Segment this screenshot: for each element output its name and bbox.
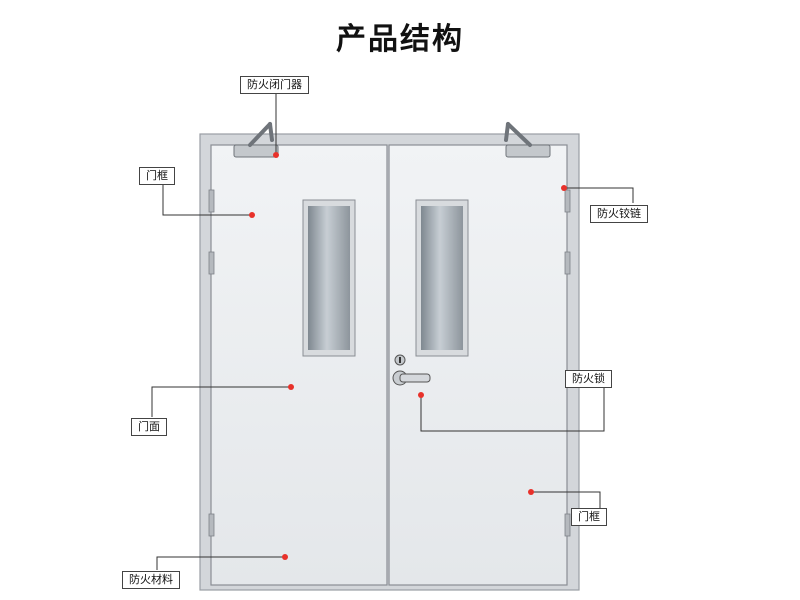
lock-icon: [392, 354, 431, 386]
label-frame-right: 门框: [571, 508, 607, 526]
label-leaf: 门面: [131, 418, 167, 436]
leader-lock: [420, 388, 605, 432]
leader-frame-right: [531, 491, 601, 508]
door-leaf-left: [210, 144, 388, 586]
marker-hinge: [561, 185, 567, 191]
window-right-glass: [421, 206, 463, 350]
door-closer-left-icon: [233, 122, 279, 158]
marker-frame-left: [249, 212, 255, 218]
window-left-glass: [308, 206, 350, 350]
hinge-right-bottom: [564, 513, 571, 537]
leader-lines: [151, 92, 634, 570]
marker-leaf: [288, 384, 294, 390]
marker-material: [282, 554, 288, 560]
leader-hinge: [564, 187, 634, 203]
marker-lock: [418, 392, 424, 398]
hinge-right-top: [564, 189, 571, 213]
markers: [249, 152, 567, 560]
hinge-left-top: [208, 189, 215, 213]
label-hinge: 防火铰链: [590, 205, 648, 223]
page-title: 产品结构: [336, 22, 464, 57]
leader-frame-left: [162, 185, 252, 216]
hinge-left-bottom: [208, 513, 215, 537]
leader-leaf: [151, 386, 291, 417]
door-leaf-right: [388, 144, 568, 586]
marker-closer: [273, 152, 279, 158]
door-closer-right-icon: [504, 122, 551, 158]
label-frame-left: 门框: [139, 167, 175, 185]
hinge-right-mid: [564, 251, 571, 275]
hinge-left-mid: [208, 251, 215, 275]
marker-frame-right: [528, 489, 534, 495]
label-material: 防火材料: [122, 571, 180, 589]
leader-material: [156, 556, 285, 570]
label-closer: 防火闭门器: [240, 76, 309, 94]
label-lock: 防火锁: [565, 370, 612, 388]
